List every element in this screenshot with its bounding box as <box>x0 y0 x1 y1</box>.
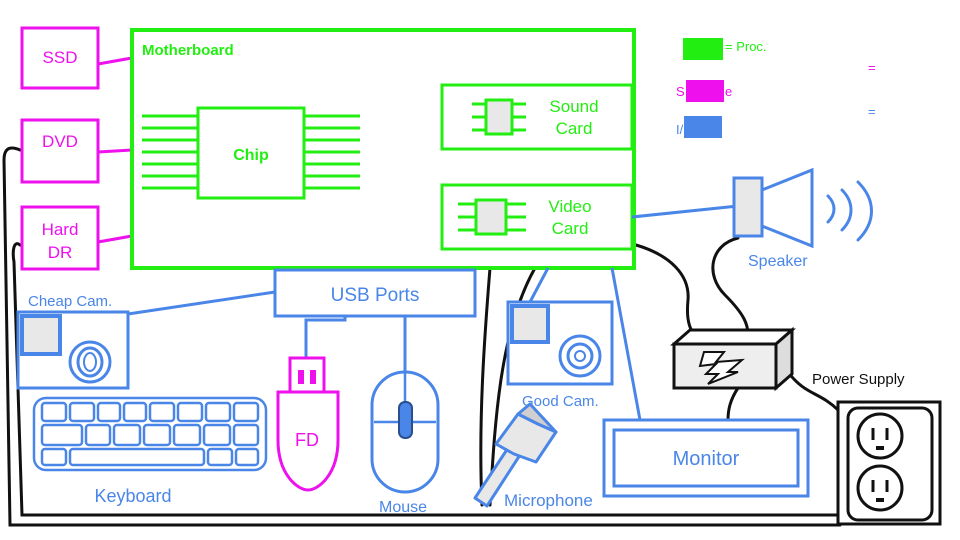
legend-storage-label-start: S <box>676 84 685 99</box>
psu-to-monitor-cable <box>726 386 740 422</box>
legend-storage-swatch <box>686 80 724 102</box>
case-mid-line <box>479 266 492 507</box>
legend-storage-label-end: e <box>725 84 732 99</box>
chip-pins-left <box>142 114 198 190</box>
good-cam-device[interactable] <box>506 300 614 386</box>
motherboard-group: Motherboard Chip Sound <box>130 28 636 270</box>
dvd-connector <box>97 148 133 154</box>
mouse-label: Mouse <box>379 499 427 516</box>
case-inner-line <box>11 242 840 517</box>
lightning-bolt-icon <box>698 351 745 385</box>
storage-group: SSD DVD Hard DR <box>20 26 133 271</box>
mouse-device[interactable] <box>370 370 440 494</box>
hard-dr-connector <box>97 234 133 244</box>
legend-equals-storage: = <box>868 60 876 75</box>
legend: = Proc. S e I/ = = <box>676 38 876 138</box>
power-supply-label: Power Supply <box>812 371 905 388</box>
hard-dr-box[interactable] <box>20 205 100 271</box>
dvd-box[interactable] <box>20 118 100 184</box>
ssd-box[interactable] <box>20 26 100 90</box>
legend-equals-io: = <box>868 104 876 119</box>
power-supply-unit[interactable] <box>670 326 796 392</box>
usb-ports-label: USB Ports <box>331 285 420 306</box>
monitor-device[interactable] <box>602 418 810 498</box>
sound-waves-icon <box>826 180 873 242</box>
legend-io-swatch <box>684 116 722 138</box>
sound-card-chip-icon <box>472 98 526 136</box>
case-and-power-wiring <box>2 146 842 527</box>
sound-card-label-line2: Card <box>556 119 593 138</box>
cheap-cam-label: Cheap Cam. <box>28 293 112 310</box>
fd-label: FD <box>295 430 319 450</box>
video-card-to-speaker-connector <box>631 204 739 219</box>
ssd-label: SSD <box>43 48 78 67</box>
speaker-device[interactable] <box>732 167 814 249</box>
usb-to-cheap-cam-connector <box>127 290 276 316</box>
motherboard-title: Motherboard <box>142 42 234 59</box>
legend-io-label-start: I/ <box>676 122 684 137</box>
speaker-to-psu-cable <box>711 236 750 337</box>
hard-dr-label-line2: DR <box>48 243 73 262</box>
video-card-chip-icon <box>458 198 526 236</box>
keyboard-device[interactable] <box>32 396 268 472</box>
motherboard-to-monitor-connector <box>610 267 642 421</box>
video-card-label-line1: Video <box>548 197 591 216</box>
speaker-label: Speaker <box>748 253 808 270</box>
monitor-label: Monitor <box>673 448 740 470</box>
legend-proc-swatch <box>683 38 723 60</box>
chip-pins-right <box>304 114 360 190</box>
good-cam-label: Good Cam. <box>522 393 599 410</box>
legend-proc-label: = Proc. <box>725 39 767 54</box>
usb-to-fd-connector <box>304 316 347 358</box>
dvd-label: DVD <box>42 132 78 151</box>
microphone-device[interactable] <box>473 402 558 508</box>
fd-device[interactable] <box>276 356 340 492</box>
psu-to-outlet-cable <box>786 370 840 412</box>
sound-card-box[interactable] <box>440 83 634 151</box>
hard-dr-label-line1: Hard <box>42 220 79 239</box>
sound-card-label-line1: Sound <box>549 97 598 116</box>
ssd-connector <box>97 56 133 66</box>
board-to-power-cable <box>634 243 697 337</box>
chip-box[interactable] <box>196 106 306 200</box>
case-outline <box>2 146 842 527</box>
chip-label: Chip <box>233 147 269 164</box>
video-card-label-line2: Card <box>552 219 589 238</box>
io-group: USB Ports Cheap Cam. <box>16 167 873 516</box>
keyboard-label: Keyboard <box>94 486 171 506</box>
power-outlet-icon[interactable] <box>836 400 942 526</box>
motherboard-to-good-cam-connector <box>528 267 550 303</box>
usb-ports-box[interactable] <box>273 268 477 318</box>
microphone-label: Microphone <box>504 491 593 510</box>
cheap-cam-device[interactable] <box>16 310 130 390</box>
